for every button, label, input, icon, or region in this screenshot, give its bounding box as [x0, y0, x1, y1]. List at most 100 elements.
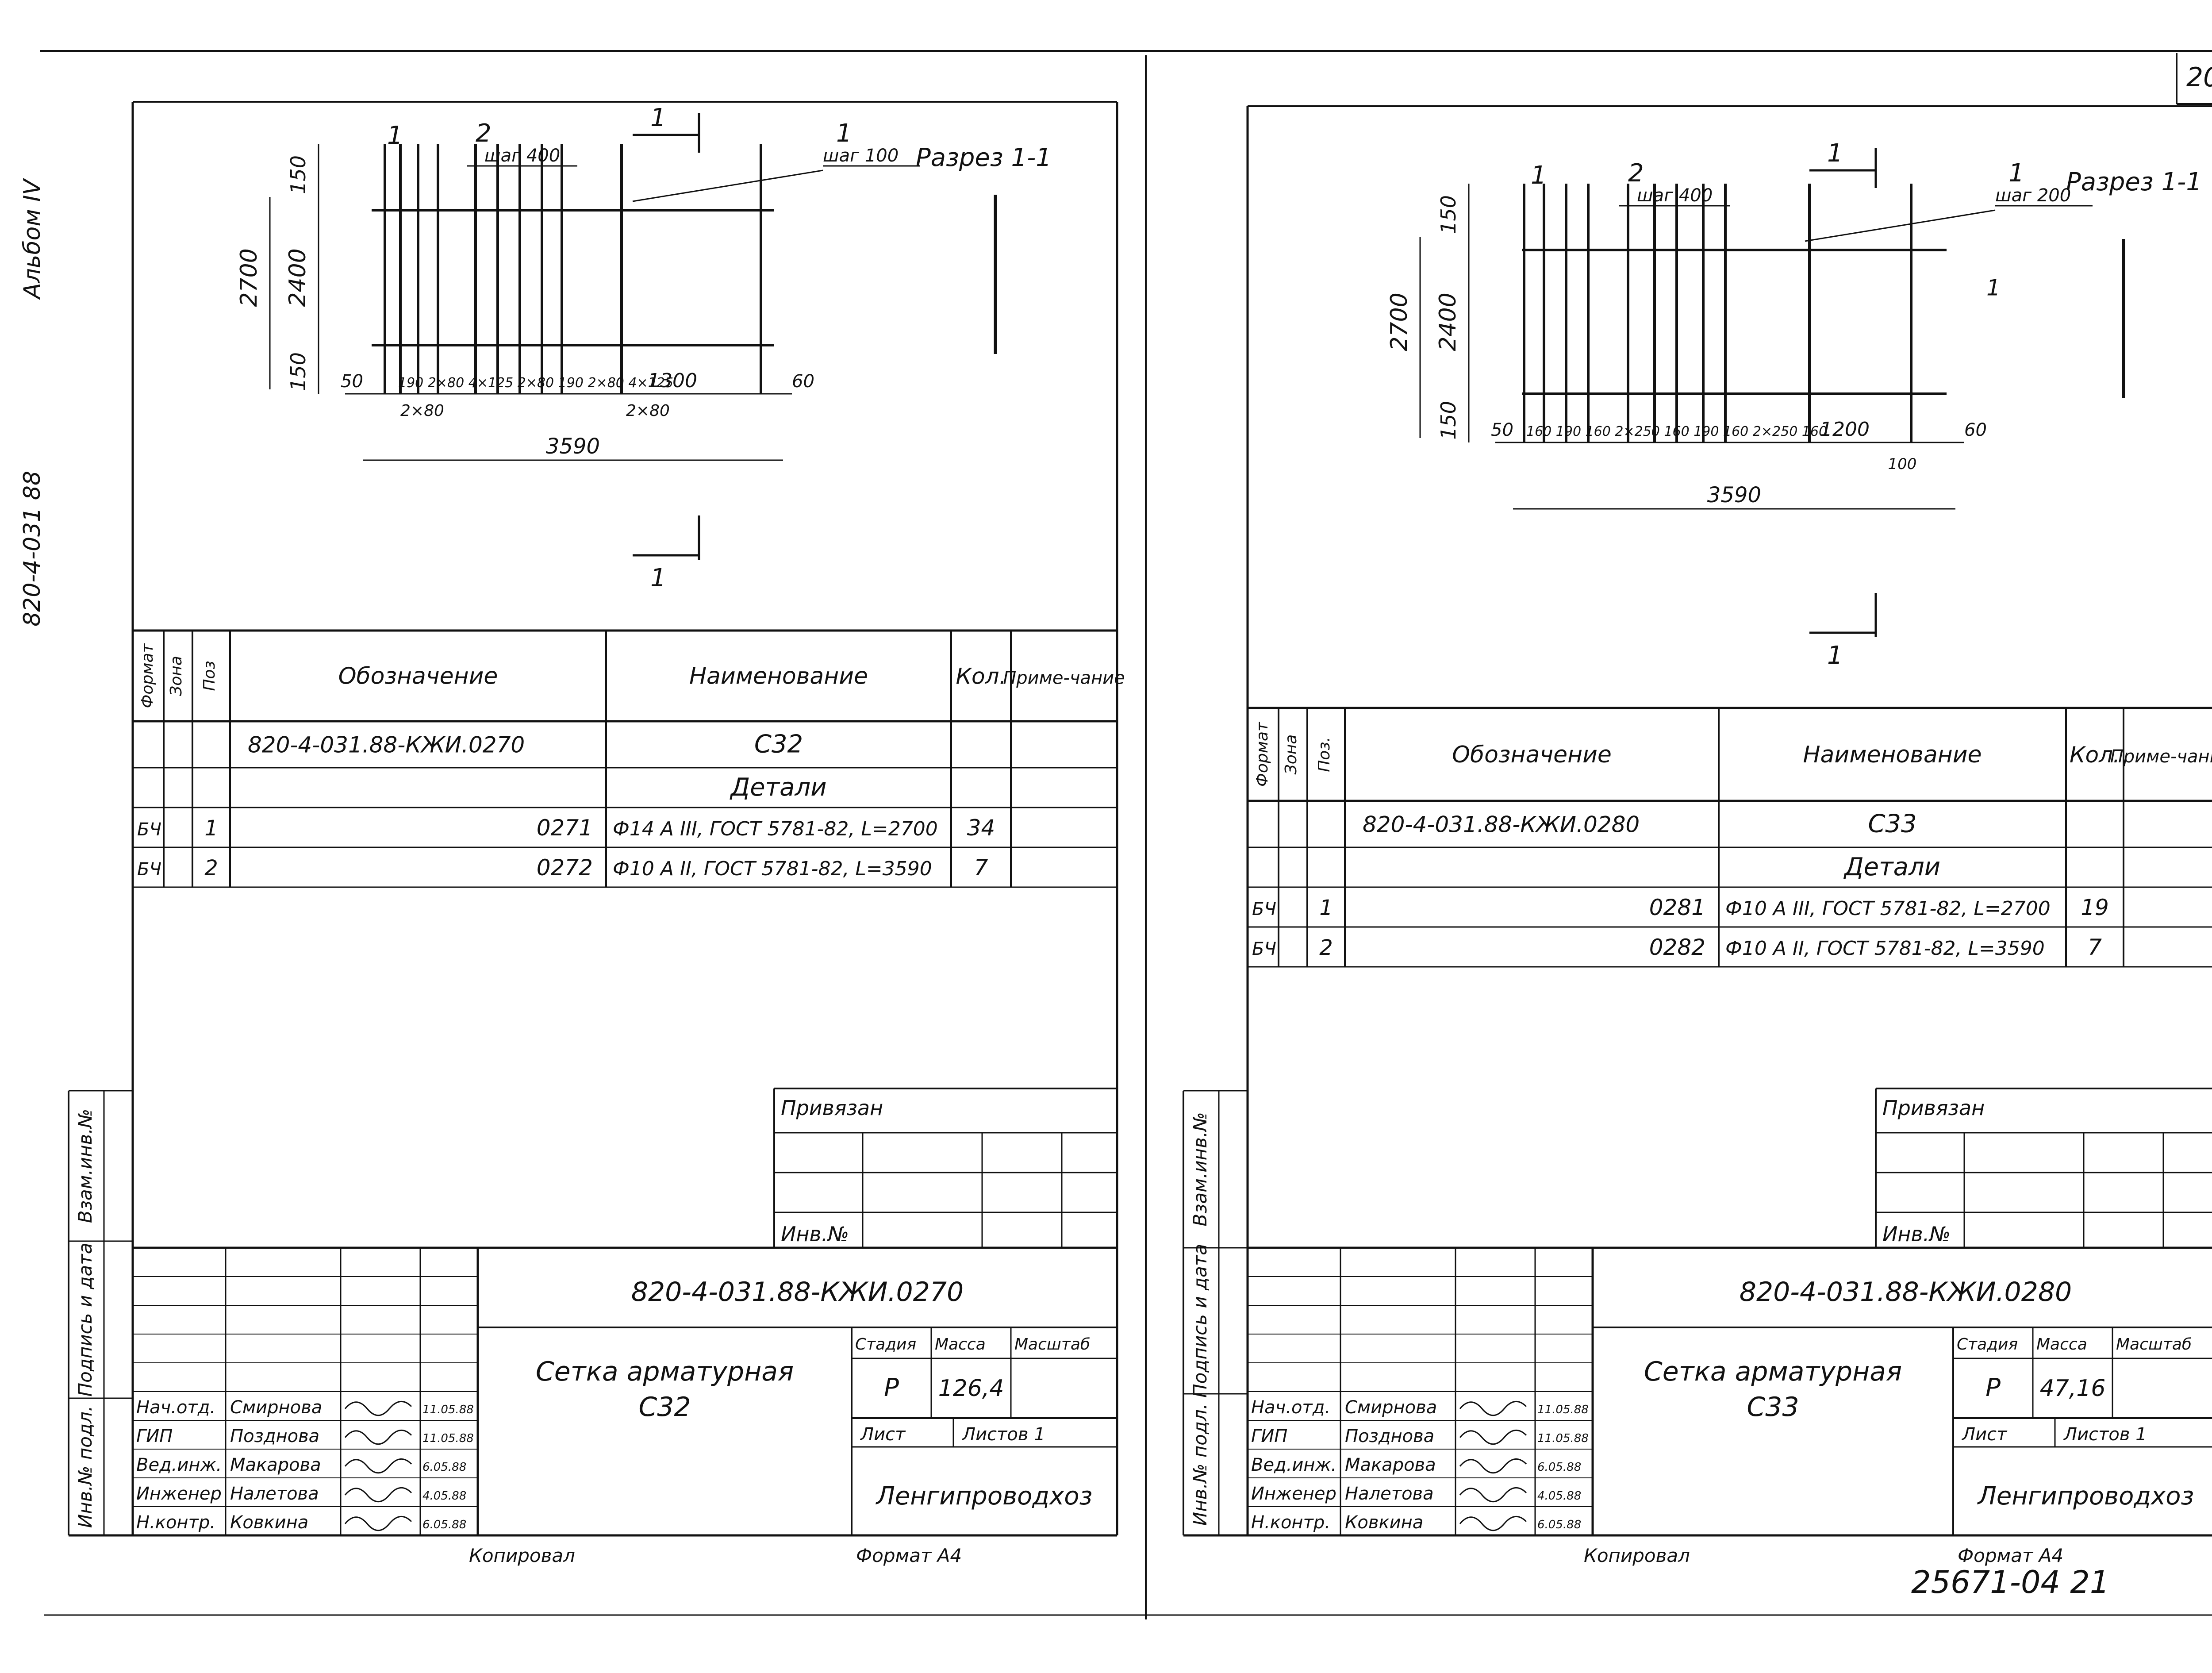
staff-role: ГИП: [136, 1426, 173, 1446]
spec-header-zone: Зона: [167, 656, 185, 696]
section-mark-bottom: 1: [650, 564, 666, 592]
sheets-label: Листов 1: [2063, 1424, 2147, 1445]
spec-cell-name: Ф10 А II, ГОСТ 5781-82, L=3590: [1725, 937, 2045, 960]
dim-bottom-150: 150: [286, 352, 310, 391]
spec-header-zone-group: Зона: [167, 656, 185, 696]
staff-signature: [344, 1400, 412, 1416]
spec-header-designation: Обозначение: [1452, 742, 1612, 768]
stage-value: Р: [1985, 1373, 2001, 1402]
dim-60: 60: [792, 371, 814, 392]
dim-height-mid-group: 2400: [284, 248, 311, 307]
spec-cell-name: С32: [754, 730, 803, 759]
privyazan-label: Привязан: [781, 1096, 883, 1120]
spec-header-format-group: Формат: [138, 643, 157, 708]
spec-header-designation: Обозначение: [338, 663, 498, 690]
organization: Ленгипроводхоз: [1977, 1482, 2194, 1511]
dim-height-mid: 2400: [284, 248, 311, 307]
staff-signature: [344, 1515, 412, 1531]
spec-cell-pos: 2: [1319, 935, 1333, 960]
sheets-label: Листов 1: [961, 1424, 1045, 1445]
privyazan-label: Привязан: [1882, 1096, 1985, 1120]
spec-cell-qty: 7: [2088, 935, 2102, 960]
staff-name: Макарова: [1345, 1455, 1436, 1475]
organization: Ленгипроводхоз: [876, 1482, 1093, 1511]
callout-step1: шаг 100: [823, 146, 899, 166]
callout-step1: шаг 200: [1995, 185, 2071, 206]
stage-label: Стадия: [1957, 1335, 2018, 1354]
side-label-inv-orig: Инв.№ подл.: [1189, 1404, 1211, 1526]
side-label-sign-date: Подпись и дата: [74, 1243, 96, 1397]
spec-cell-format: БЧ: [1252, 899, 1276, 919]
spec-header-name: Наименование: [1803, 742, 1982, 768]
spec-cell-name: Ф14 А III, ГОСТ 5781-82, L=2700: [613, 818, 938, 840]
bottom-stamp: 25671-04 21: [1911, 1564, 2109, 1600]
spec-cell-qty: 19: [2081, 895, 2109, 920]
dim-100: 100: [1888, 455, 1917, 473]
side-label-inv-orig: Инв.№ подл.: [74, 1406, 96, 1528]
format-label: Формат А4: [856, 1545, 962, 1566]
drawing-mark: С33: [1747, 1392, 1799, 1423]
callout-pos2: 2: [476, 119, 492, 148]
spec-cell-name: Ф10 А II, ГОСТ 5781-82, L=3590: [613, 858, 932, 880]
dim-1300: 1200: [1820, 418, 1870, 441]
dim-50: 50: [341, 371, 363, 392]
mass-value: 47,16: [2040, 1375, 2106, 1402]
dim-mid-chain: 190 2×80 4×125 2×80 190 2×80 4×125: [398, 375, 673, 391]
section-mark-top: 1: [1827, 139, 1843, 168]
staff-name: Налетова: [230, 1484, 319, 1504]
dim-bottom-150: 150: [1436, 401, 1460, 440]
mass-value: 126,4: [938, 1375, 1004, 1402]
staff-signature: [344, 1429, 412, 1445]
staff-signature: [1459, 1458, 1527, 1474]
callout-pos1-right: 1: [836, 119, 852, 148]
spec-cell-designation: 0272: [537, 855, 593, 881]
album-label: Альбом IV: [19, 178, 46, 300]
spec-cell-designation: 820-4-031.88-КЖИ.0270: [248, 732, 525, 758]
staff-date: 11.05.88: [1537, 1403, 1589, 1416]
dim-bottom-150-group: 150: [286, 352, 310, 391]
dim-1300: 1300: [648, 369, 697, 392]
staff-signature: [344, 1487, 412, 1503]
side-label-sign-date-group: Подпись и дата: [1189, 1244, 1211, 1398]
mass-label: Масса: [935, 1335, 986, 1354]
spec-header-format: Формат: [1253, 722, 1271, 787]
spec-header-note: Приме-чание: [2110, 746, 2212, 767]
staff-name: Ковкина: [1345, 1512, 1423, 1533]
sheet-label: Лист: [1961, 1424, 2008, 1445]
spec-cell-qty: 7: [974, 855, 988, 881]
section-title: Разрез 1-1: [2066, 168, 2202, 196]
spec-cell-designation: 0281: [1649, 895, 1705, 920]
dim-top-150-group: 150: [1436, 195, 1460, 234]
stage-value: Р: [884, 1373, 899, 1402]
callout-leader-right: [632, 169, 823, 202]
staff-role: Вед.инж.: [136, 1455, 222, 1475]
drawing-title: Сетка арматурная: [1644, 1356, 1902, 1387]
spec-cell-pos: 1: [1319, 896, 1333, 920]
side-label-inv-orig-group: Инв.№ подл.: [74, 1406, 96, 1528]
copied-label: Копировал: [1584, 1545, 1690, 1566]
staff-signature: [1459, 1487, 1527, 1503]
mass-label: Масса: [2036, 1335, 2087, 1354]
spec-header-pos-group: Поз: [200, 661, 219, 691]
staff-signature: [1459, 1400, 1527, 1416]
staff-name: Налетова: [1345, 1484, 1434, 1504]
staff-role: Н.контр.: [136, 1512, 215, 1533]
staff-date: 6.05.88: [1537, 1461, 1581, 1474]
side-label-inv-orig-group: Инв.№ подл.: [1189, 1404, 1211, 1526]
inventory-no-label: Инв.№: [781, 1222, 849, 1246]
side-label-sign-date: Подпись и дата: [1189, 1244, 1211, 1398]
spec-cell-name: Ф10 А III, ГОСТ 5781-82, L=2700: [1725, 897, 2051, 920]
staff-name: Ковкина: [230, 1512, 308, 1533]
section-mark-bottom: 1: [1827, 641, 1843, 670]
spec-cell-qty: 34: [967, 815, 995, 841]
staff-signature: [344, 1458, 412, 1474]
format-label: Формат А4: [1958, 1545, 2063, 1566]
dim-2x80-b: 2×80: [626, 402, 670, 420]
spec-cell-format: БЧ: [137, 819, 161, 840]
spec-cell-format: БЧ: [1252, 939, 1276, 959]
staff-date: 11.05.88: [1537, 1432, 1589, 1445]
spec-cell-designation: 0271: [537, 815, 593, 841]
section-mark-top: 1: [650, 104, 666, 132]
